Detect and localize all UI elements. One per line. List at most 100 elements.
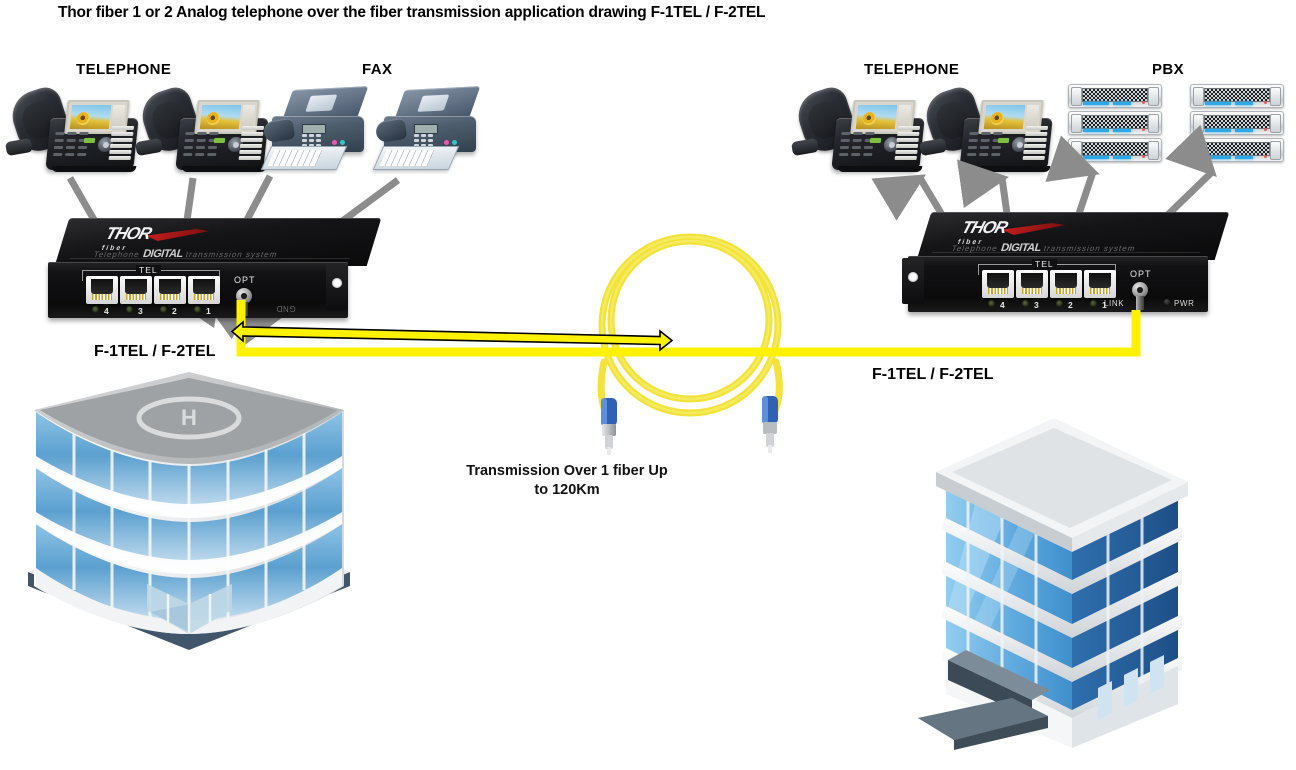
tel-port-3-label: 3 [1034, 300, 1039, 310]
fiber-connector-right [762, 396, 778, 453]
fax-button-pink [332, 140, 337, 145]
device-front-panel: TEL 4 3 2 1 OPT GND [48, 262, 348, 318]
link-led-label: LINK [1104, 299, 1125, 308]
opt-connector-stem [1136, 296, 1144, 310]
tel-group-label: TEL [136, 265, 161, 275]
pbx-unit [1068, 111, 1162, 135]
phone-keypad [182, 132, 229, 162]
fax-paper-tray [372, 146, 460, 170]
tel-port-2[interactable] [154, 276, 186, 304]
tel-port-4-label: 4 [104, 306, 109, 316]
phone-base [51, 166, 137, 172]
group-label-right-pbx: PBX [1152, 61, 1185, 78]
device-front-panel: TEL 4 3 2 1 OPT LINK PWR [902, 256, 1208, 312]
brand-swoosh-icon [1000, 223, 1066, 235]
device-label-left: F-1TEL / F-2TEL [94, 343, 216, 360]
device-mounting-bracket [326, 264, 348, 310]
phone-cradle-icon [918, 137, 948, 157]
device-mounting-bracket [902, 258, 924, 304]
fax-button-cyan [340, 140, 345, 145]
fax-button-cyan [452, 140, 457, 145]
phone-base [965, 166, 1051, 172]
pbx-unit [1190, 111, 1284, 135]
transmission-line-2: to 120Km [534, 482, 600, 498]
phone-base [181, 166, 267, 172]
phone-function-key [213, 138, 226, 143]
tel-port-1-label: 1 [206, 306, 211, 316]
phone-line-keys [108, 126, 136, 166]
phone-cradle-icon [4, 137, 34, 157]
group-label-left-telephone: TELEPHONE [76, 61, 172, 78]
pbx-rack-icon [1190, 84, 1284, 162]
phone-cradle-icon [134, 137, 164, 157]
ip-phone-icon [134, 83, 269, 174]
tel-group-label: TEL [1032, 259, 1057, 269]
phone-base [837, 166, 923, 172]
pwr-led [1164, 299, 1170, 305]
tel-port-1[interactable] [188, 276, 220, 304]
device-label-right: F-1TEL / F-2TEL [872, 366, 994, 383]
group-label-right-telephone: TELEPHONE [864, 61, 960, 78]
fax-display [414, 124, 438, 134]
fiber-connector-left [601, 398, 617, 455]
fax-button-pink [444, 140, 449, 145]
fiber-optic-patch-cable-icon [597, 233, 783, 455]
fax-paper-tray [260, 146, 348, 170]
tel-port-4-led [988, 300, 995, 307]
transmission-line-1: Transmission Over 1 fiber Up [466, 463, 668, 479]
ip-phone-icon [918, 83, 1053, 174]
phone-function-key [83, 138, 96, 143]
brand-swoosh-icon [144, 229, 210, 241]
tel-port-1[interactable] [1084, 270, 1116, 298]
phone-line-keys [894, 126, 922, 166]
page-title: Thor fiber 1 or 2 Analog telephone over … [58, 4, 766, 21]
tel-port-3[interactable] [120, 276, 152, 304]
phone-function-key [869, 138, 882, 143]
tel-port-4-led [92, 306, 99, 313]
tel-port-2[interactable] [1050, 270, 1082, 298]
opt-connector-stem [240, 302, 248, 316]
fax-display [302, 124, 326, 134]
phone-line-keys [1022, 126, 1050, 166]
device-top-seam [69, 258, 351, 259]
tel-port-1-led [194, 306, 201, 313]
tel-port-3-led [1022, 300, 1029, 307]
tel-port-1-led [1090, 300, 1097, 307]
phone-keypad [838, 132, 885, 162]
ip-phone-icon [4, 83, 139, 174]
pbx-unit [1068, 84, 1162, 108]
ip-phone-icon [790, 83, 925, 174]
pwr-led-label: PWR [1174, 299, 1195, 308]
tel-port-3-label: 3 [138, 306, 143, 316]
tel-port-3-led [126, 306, 133, 313]
opt-port-label: OPT [234, 275, 256, 285]
group-label-left-fax: FAX [362, 61, 393, 78]
pbx-unit [1190, 138, 1284, 162]
helipad-letter: H [181, 405, 197, 430]
tel-port-2-led [160, 306, 167, 313]
tel-port-4[interactable] [86, 276, 118, 304]
phone-keypad [52, 132, 99, 162]
tel-port-3[interactable] [1016, 270, 1048, 298]
office-tower-icon [918, 418, 1188, 750]
device-top-seam [931, 252, 1201, 253]
tel-port-4[interactable] [982, 270, 1014, 298]
pbx-unit [1068, 138, 1162, 162]
tel-port-2-label: 2 [172, 306, 177, 316]
tel-port-2-label: 2 [1068, 300, 1073, 310]
opt-fiber-connector[interactable] [1132, 282, 1148, 298]
opt-port-label: OPT [1130, 269, 1152, 279]
pbx-rack-icon [1068, 84, 1162, 162]
transmission-distance-caption: Transmission Over 1 fiber Up to 120Km [437, 462, 697, 500]
office-building-helipad-icon: H [28, 372, 350, 650]
phone-keypad [966, 132, 1013, 162]
ground-label: GND [276, 304, 296, 313]
tel-port-2-led [1056, 300, 1063, 307]
tel-port-4-label: 4 [1000, 300, 1005, 310]
fax-machine-icon [258, 86, 376, 170]
pbx-unit [1190, 84, 1284, 108]
phone-function-key [997, 138, 1010, 143]
phone-cradle-icon [790, 137, 820, 157]
